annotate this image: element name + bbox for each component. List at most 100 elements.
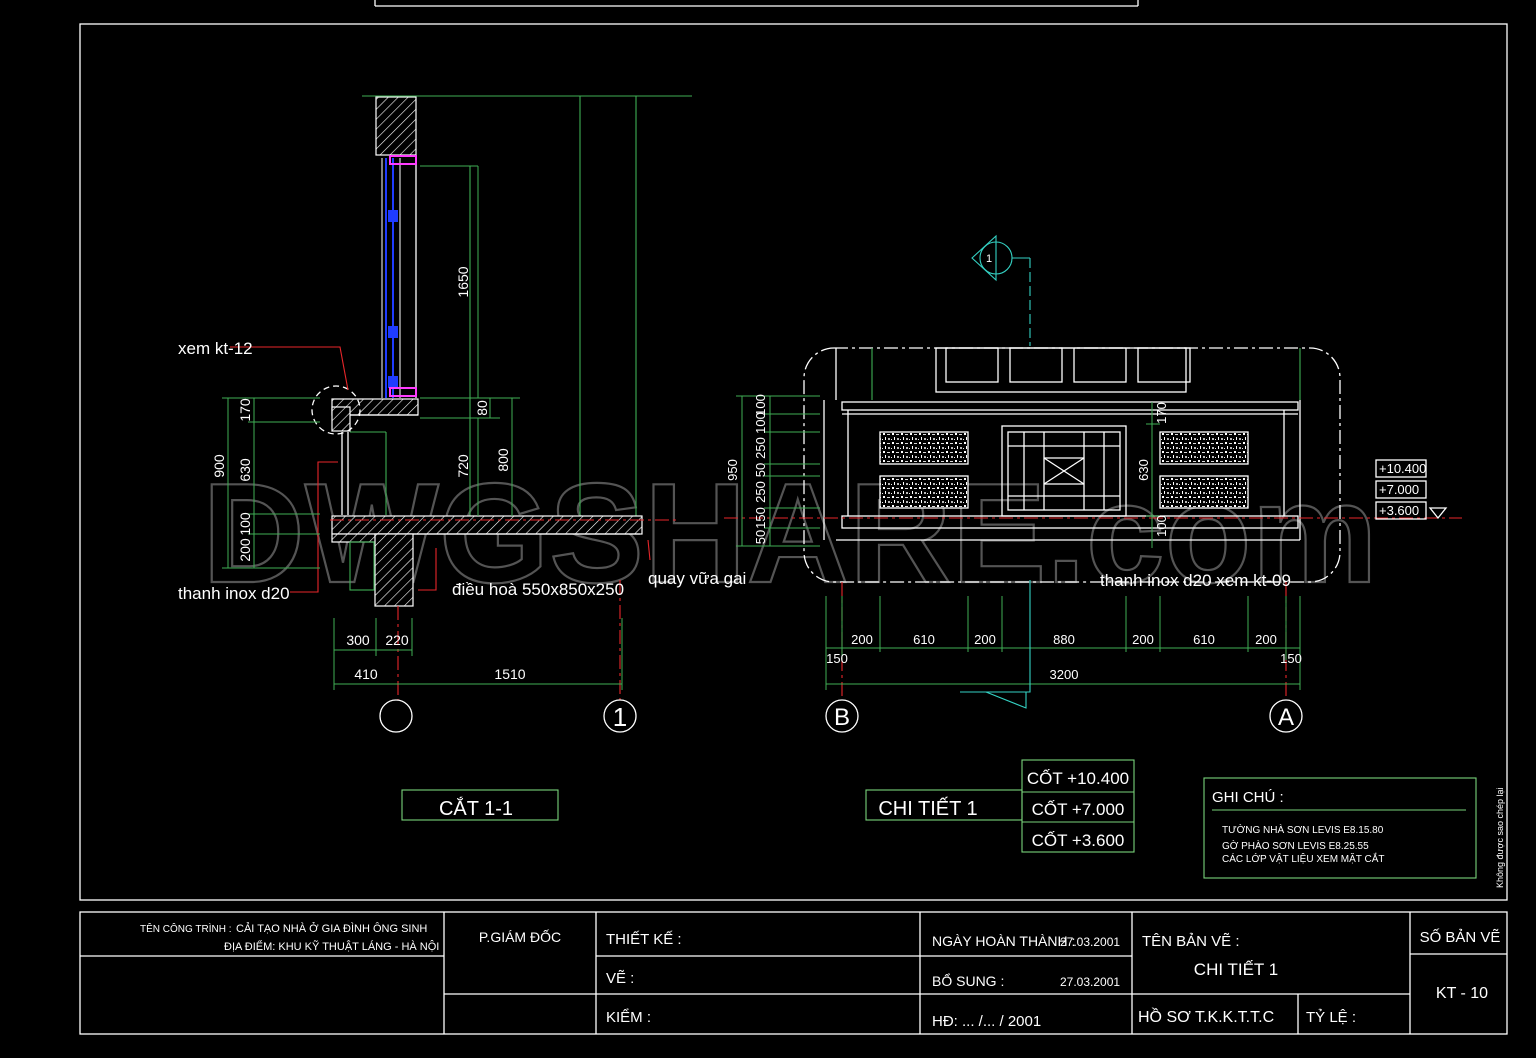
dim-720: 720 <box>455 454 471 478</box>
grid-bubble-1 <box>603 699 637 733</box>
grid-label-b: B <box>834 704 850 731</box>
detail-dim-630: 630 <box>1136 459 1151 481</box>
tb-design: THIẾT KẾ : <box>606 931 682 948</box>
detail-dim-l3: 50 <box>753 463 768 477</box>
label-thanh-inox: thanh inox d20 <box>178 584 290 603</box>
level-3600: +3.600 <box>1379 503 1419 518</box>
detail-dim-l1: 100 <box>753 412 768 434</box>
grid-bubble-a <box>1269 699 1303 733</box>
mosaic-panel-tl <box>879 431 969 465</box>
section-title-box <box>401 789 559 821</box>
dim-200: 200 <box>237 538 253 562</box>
tb-drawn: VẼ : <box>606 970 634 987</box>
level-table-row-2: CỐT +7.000 <box>1032 799 1125 819</box>
detail-dims-left <box>736 395 820 547</box>
detail-dim-b6: 200 <box>1255 632 1277 647</box>
detail-dim-170: 170 <box>1154 402 1169 424</box>
dim-220: 220 <box>385 632 409 648</box>
top-panel-4 <box>1137 347 1191 383</box>
upper-wall <box>375 96 417 156</box>
dim-170: 170 <box>237 398 253 422</box>
dim-800: 800 <box>495 448 511 472</box>
tb-drawing-name-label: TÊN BẢN VẼ : <box>1142 933 1240 950</box>
title-block <box>79 911 1508 1035</box>
tb-project-name: CẢI TẠO NHÀ Ở GIA ĐÌNH ÔNG SINH <box>236 922 427 935</box>
tb-checked: KIỂM : <box>606 1008 651 1026</box>
side-note: Không được sao chép lại <box>1495 788 1505 889</box>
notes-line-1: TƯỜNG NHÀ SƠN LEVIS E8.15.80 <box>1222 823 1384 836</box>
label-quay-vua-gai: quay vữa gai <box>648 569 746 588</box>
label-dieu-hoa: điều hoà 550x850x250 <box>452 580 624 599</box>
level-markers <box>1375 459 1448 520</box>
window-glazing <box>381 155 417 398</box>
detail-dims-bottom <box>825 596 1301 690</box>
detail-dim-100: 100 <box>1154 515 1169 537</box>
cornice <box>841 401 1299 411</box>
section-dims-bottom <box>333 618 623 690</box>
mosaic-panel-bl <box>879 475 969 509</box>
grid-bubble-b <box>825 699 859 733</box>
ac-unit-outline <box>349 541 375 591</box>
dim-300: 300 <box>346 632 370 648</box>
dim-1510: 1510 <box>494 666 525 682</box>
notes-box <box>1203 777 1477 879</box>
notes-line-3: CÁC LỚP VẬT LIỆU XEM MẶT CẮT <box>1222 852 1385 865</box>
section-dims-right <box>420 166 520 516</box>
tb-sheet-label: SỐ BẢN VẼ <box>1420 928 1501 946</box>
level-table <box>1021 759 1135 853</box>
label-xem-kt-12: xem kt-12 <box>178 339 253 358</box>
central-lattice <box>1001 425 1127 517</box>
tb-location: ĐỊA ĐIỂM: KHU KỸ THUẬT LÁNG - HÀ NỘI <box>224 940 439 953</box>
detail-dim-150-right: 150 <box>1280 651 1302 666</box>
detail-dim-l0: 100 <box>753 394 768 416</box>
tb-sheet-no: KT - 10 <box>1436 985 1488 1002</box>
section-title: CẮT 1-1 <box>439 796 513 820</box>
section-dims-left <box>222 397 320 569</box>
detail-base <box>841 515 1299 529</box>
dim-100: 100 <box>237 512 253 536</box>
dim-900: 900 <box>211 454 227 478</box>
lower-wall <box>374 533 414 607</box>
notes-line-2: GỜ PHÀO SƠN LEVIS E8.25.55 <box>1222 839 1369 852</box>
dim-1650: 1650 <box>455 266 471 297</box>
floor-slab <box>331 515 643 535</box>
grid-label-a: A <box>1278 704 1294 731</box>
tb-supplement-date: 27.03.2001 <box>1060 975 1120 989</box>
tb-dossier: HỒ SƠ T.K.K.T.T.C <box>1138 1007 1274 1026</box>
dim-630: 630 <box>237 458 253 482</box>
detail-dim-l5: 150 <box>753 507 768 529</box>
detail-dim-b4: 200 <box>1132 632 1154 647</box>
tb-completion-date: 27.03.2001 <box>1060 935 1120 949</box>
detail-callout-number: 1 <box>986 253 992 265</box>
mosaic-panel-br <box>1159 475 1249 509</box>
detail-dim-3200: 3200 <box>1050 667 1079 682</box>
grid-label-1: 1 <box>613 702 627 732</box>
detail-dim-b0: 200 <box>851 632 873 647</box>
detail-dim-950: 950 <box>725 459 740 481</box>
sheet-frame <box>79 0 1508 901</box>
detail-dim-b5: 610 <box>1193 632 1215 647</box>
detail-title: CHI TIẾT 1 <box>878 797 977 820</box>
detail-dim-150-left: 150 <box>826 651 848 666</box>
detail-1: B A <box>724 234 1462 733</box>
tb-supplement-label: BỔ SUNG : <box>932 972 1004 989</box>
detail-dim-l6: 50 <box>753 530 768 544</box>
detail-dim-b1: 610 <box>913 632 935 647</box>
label-thanh-inox-kt09: thanh inox d20 xem kt-09 <box>1100 571 1291 590</box>
grid-bubble-left <box>379 699 413 733</box>
mosaic-panel-tr <box>1159 431 1249 465</box>
detail-dim-l4: 250 <box>753 481 768 503</box>
detail-dim-b2: 200 <box>974 632 996 647</box>
tb-director: P.GIÁM ĐỐC <box>479 928 561 945</box>
notes-title: GHI CHÚ : <box>1212 789 1284 806</box>
level-10400: +10.400 <box>1379 461 1426 476</box>
detail-dim-b3: 880 <box>1053 632 1075 647</box>
tb-completion-label: NGÀY HOÀN THÀNH : <box>932 933 1075 949</box>
level-table-row-3: CỐT +3.600 <box>1032 830 1125 850</box>
level-table-row-1: CỐT +10.400 <box>1027 768 1129 788</box>
tb-scale-label: TỶ LỆ : <box>1306 1009 1356 1026</box>
dim-80: 80 <box>474 400 490 416</box>
top-panel-2 <box>1009 347 1063 383</box>
top-panel-1 <box>945 347 999 383</box>
